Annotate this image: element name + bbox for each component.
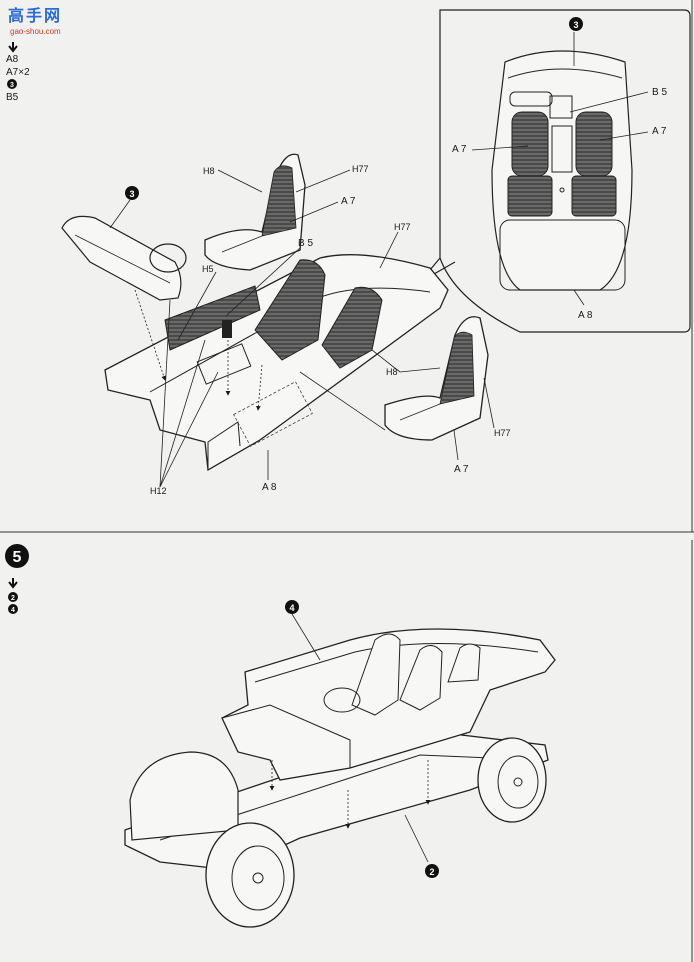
callout-badge-4 — [285, 600, 299, 614]
step-ref-badge-4 — [8, 604, 18, 614]
watermark-chars: 高手网 — [8, 8, 63, 25]
tub-seat-left — [254, 259, 326, 361]
step5-list-item-1: 2 — [11, 595, 15, 602]
label-h8-right: H8 — [386, 367, 398, 377]
rear-fender-left — [129, 751, 239, 841]
inset-seat-left — [511, 111, 549, 177]
label-a7-lower-right: A 7 — [454, 464, 469, 475]
shifter-knob — [222, 320, 232, 338]
label-a7-top: A 7 — [341, 196, 356, 207]
wheel-rear-right — [477, 737, 547, 823]
inset-seat-right — [575, 111, 613, 177]
callout-3: 3 — [129, 189, 134, 199]
inset-label-a7-right: A 7 — [652, 126, 667, 137]
tub-seat-right — [321, 286, 383, 369]
inset-label-b5: B 5 — [652, 87, 667, 98]
callout-badge-3 — [125, 186, 139, 200]
watermark-url: gao-shou.com — [10, 27, 61, 36]
step4-parts-list: A8 A7×2 3 B5 — [6, 42, 30, 103]
step5-panel: 5 2 4 — [5, 540, 693, 962]
watermark-logo: 高手网 gao-shou.com — [4, 2, 74, 38]
step-ref-badge-2 — [8, 592, 18, 602]
inset-callout-3: 3 — [573, 20, 578, 30]
inset-label-a8: A 8 — [578, 310, 593, 321]
inset-car-body — [491, 50, 633, 291]
label-a8-bottom: A 8 — [262, 482, 277, 493]
label-h77-lower-right: H77 — [494, 428, 511, 438]
label-h8-top: H8 — [203, 166, 215, 176]
steering-wheel — [149, 243, 187, 273]
callout-badge-2 — [425, 864, 439, 878]
down-arrow-icon — [8, 578, 18, 589]
label-h77-top: H77 — [352, 164, 369, 174]
step5-number: 5 — [13, 549, 22, 566]
label-b5-mid: B 5 — [298, 238, 313, 249]
label-h12: H12 — [150, 486, 167, 496]
interior-tub-drawing: H8 H77 A 7 B 5 H77 H5 H8 H77 A 7 H12 A 8… — [61, 153, 511, 496]
step5-number-badge — [5, 544, 29, 568]
parts-list-item-1: A8 — [6, 54, 19, 65]
chassis-assembly-drawing: 4 2 — [124, 600, 556, 928]
label-h5: H5 — [202, 264, 214, 274]
wheel-front-left — [205, 822, 295, 928]
inset-top-view: 3 B 5 A 7 A 7 A 8 — [419, 9, 691, 333]
parts-list-item-2: A7×2 — [6, 67, 30, 78]
inset-label-a7-left: A 7 — [452, 144, 467, 155]
step5-list-item-2: 4 — [11, 607, 15, 614]
callout-2: 2 — [429, 867, 434, 877]
step-ref-badge — [7, 79, 17, 89]
tub-recess — [233, 381, 313, 447]
down-arrow-icon — [8, 42, 18, 53]
label-h77-right: H77 — [394, 222, 411, 232]
parts-list-item-4: B5 — [6, 92, 19, 103]
callout-4: 4 — [289, 603, 294, 613]
step4-panel: A8 A7×2 3 B5 — [0, 0, 694, 533]
parts-list-item-3: 3 — [10, 82, 14, 89]
inset-callout-badge — [569, 17, 583, 31]
step5-parts-list: 2 4 — [8, 578, 18, 614]
